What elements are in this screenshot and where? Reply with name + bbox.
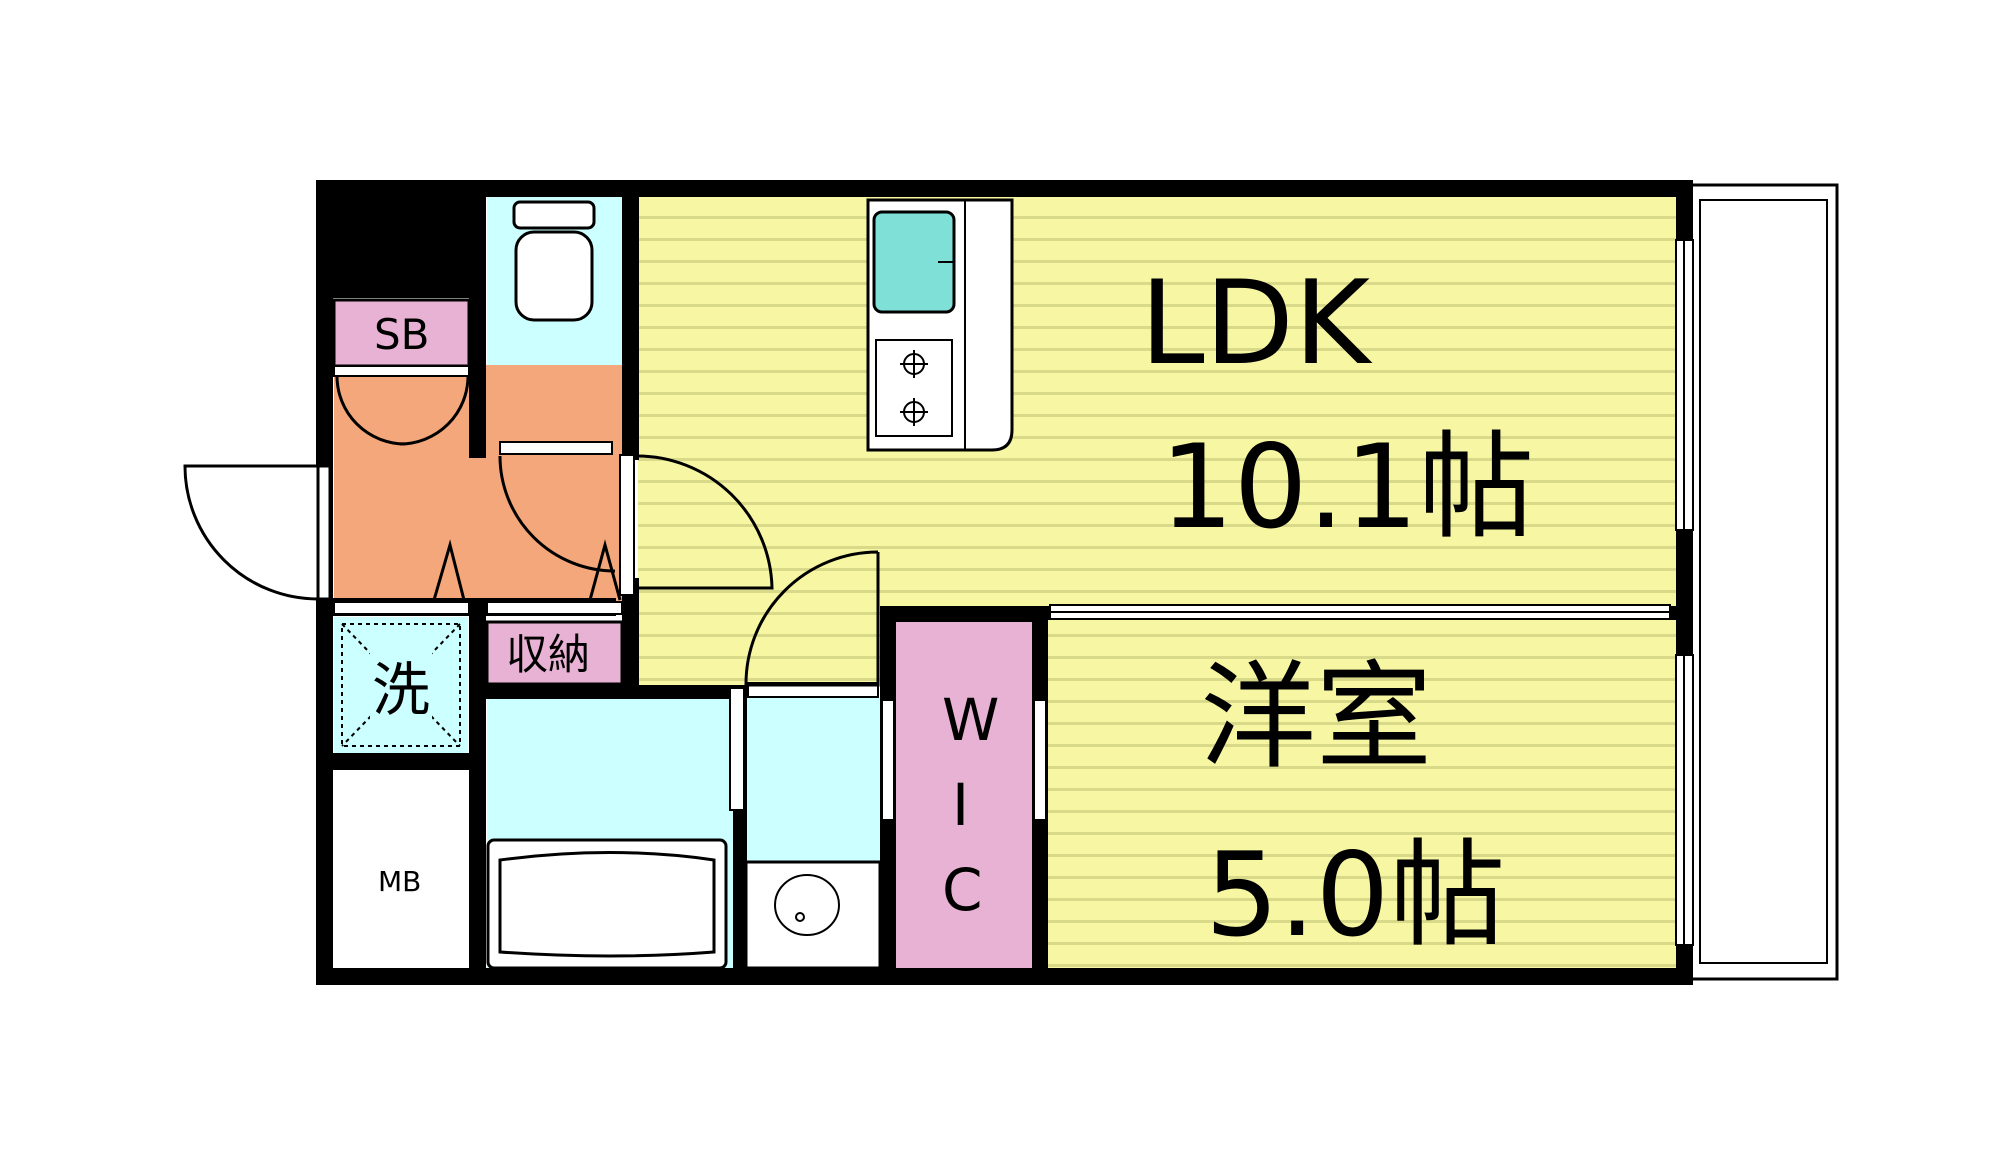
meter-box-label: MB <box>378 865 421 898</box>
western-room-floor <box>1047 620 1676 968</box>
ldk-floor <box>638 196 1676 608</box>
hall-floor <box>638 600 890 685</box>
shoe-box-label: SB <box>374 310 429 359</box>
walk-in-closet <box>894 622 1034 968</box>
washer-label: 洗 <box>372 656 430 724</box>
door-swings <box>183 375 880 687</box>
western-room-size: 5.0帖 <box>1205 828 1505 963</box>
wash-basin <box>744 860 882 970</box>
walls <box>316 180 1693 985</box>
meter-box-space <box>334 770 468 968</box>
kitchen-counter <box>866 198 1014 452</box>
balcony <box>1688 183 1839 981</box>
ldk-label: LDK <box>1140 256 1373 391</box>
ldk-size: 10.1帖 <box>1160 420 1534 555</box>
shoe-box <box>332 298 471 368</box>
wic-letter-c: C <box>942 856 983 924</box>
stove-burner-icon <box>900 350 928 426</box>
toilet <box>512 200 596 322</box>
wic-letter-i: I <box>952 771 969 839</box>
western-room-label: 洋室 <box>1200 650 1432 785</box>
storage-label: 収納 <box>506 630 590 679</box>
bathtub <box>486 838 728 970</box>
windows <box>333 239 1694 946</box>
washer-pan <box>341 623 461 747</box>
wic-letter-w: W <box>942 686 999 754</box>
